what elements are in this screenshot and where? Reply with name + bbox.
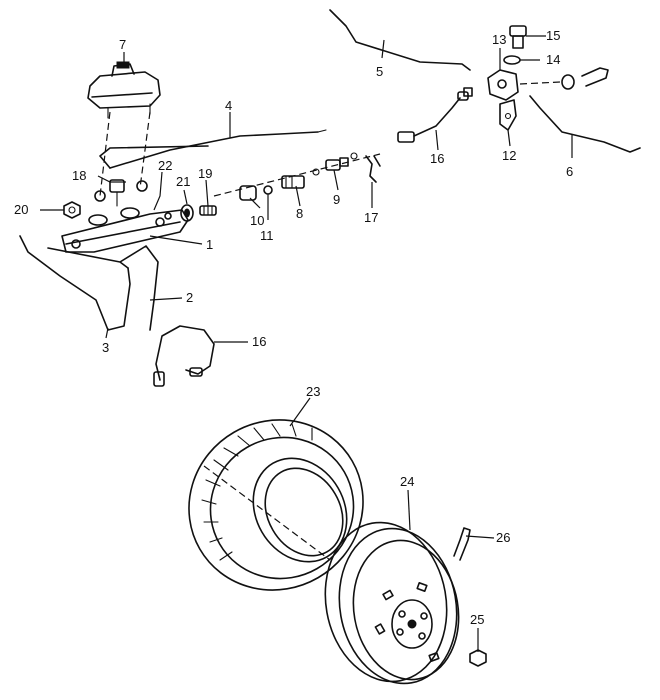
callout-23: 23 xyxy=(306,384,320,399)
tire-23 xyxy=(188,419,364,591)
callout-17: 17 xyxy=(364,210,378,225)
callout-8: 8 xyxy=(296,206,303,221)
washer-14 xyxy=(503,55,521,65)
leader-lines xyxy=(40,35,573,652)
callout-21: 21 xyxy=(176,174,190,189)
callout-13: 13 xyxy=(492,32,506,47)
ring-small xyxy=(312,168,320,176)
bolt-19 xyxy=(199,205,217,216)
nut-20 xyxy=(63,201,81,219)
mounting-bolt-right xyxy=(561,67,609,90)
brake-fluid-reservoir xyxy=(87,61,161,119)
three-way-connector-13 xyxy=(487,69,519,101)
callout-15: 15 xyxy=(546,28,560,43)
brake-pipe-3 xyxy=(19,235,131,331)
connector-guide-line xyxy=(519,81,561,85)
callout-16-lower: 16 xyxy=(252,334,266,349)
reservoir-guide-line-right xyxy=(139,111,151,189)
callout-14: 14 xyxy=(546,52,560,67)
callout-12: 12 xyxy=(502,148,516,163)
callout-1: 1 xyxy=(206,237,213,252)
wheel-cylinder-axis xyxy=(213,153,381,197)
callout-19: 19 xyxy=(198,166,212,181)
callout-7: 7 xyxy=(119,37,126,52)
callout-6: 6 xyxy=(566,164,573,179)
ring-small-2 xyxy=(350,152,358,160)
retainer-clip-17 xyxy=(365,155,381,183)
washer-21 xyxy=(180,204,194,222)
piston-8 xyxy=(281,175,305,189)
flexible-brake-hose-lower xyxy=(153,325,215,387)
bracket-12 xyxy=(499,99,517,131)
callout-26: 26 xyxy=(496,530,510,545)
callout-2: 2 xyxy=(186,290,193,305)
fitting-9 xyxy=(325,157,349,171)
callout-4: 4 xyxy=(225,98,232,113)
reservoir-guide-line-left xyxy=(99,111,111,197)
grommet-pair xyxy=(94,180,148,202)
cap-nut-18 xyxy=(109,179,125,207)
callout-24: 24 xyxy=(400,474,414,489)
callout-11: 11 xyxy=(260,228,274,243)
cup-10 xyxy=(239,185,257,201)
brake-pipe-4-end xyxy=(317,129,327,133)
wheel-rim-24 xyxy=(324,521,460,685)
valve-stem-26 xyxy=(453,527,471,561)
callout-22: 22 xyxy=(158,158,172,173)
brake-pipe-loop xyxy=(99,145,209,169)
callout-5: 5 xyxy=(376,64,383,79)
callout-10: 10 xyxy=(250,213,264,228)
master-cylinder xyxy=(61,207,189,253)
brake-pipe-6 xyxy=(529,95,641,153)
callout-3: 3 xyxy=(102,340,109,355)
lug-nut-25 xyxy=(469,649,487,667)
flexible-brake-hose-upper xyxy=(397,87,473,143)
brake-pipe-4 xyxy=(109,131,319,169)
callout-9: 9 xyxy=(333,192,340,207)
callout-20: 20 xyxy=(14,202,28,217)
brake-pipe-5 xyxy=(329,9,471,71)
callout-25: 25 xyxy=(470,612,484,627)
bolt-15 xyxy=(509,25,527,49)
seal-11 xyxy=(263,185,273,195)
callout-18: 18 xyxy=(72,168,86,183)
brake-pipe-2 xyxy=(47,245,159,331)
callout-16-upper: 16 xyxy=(430,151,444,166)
